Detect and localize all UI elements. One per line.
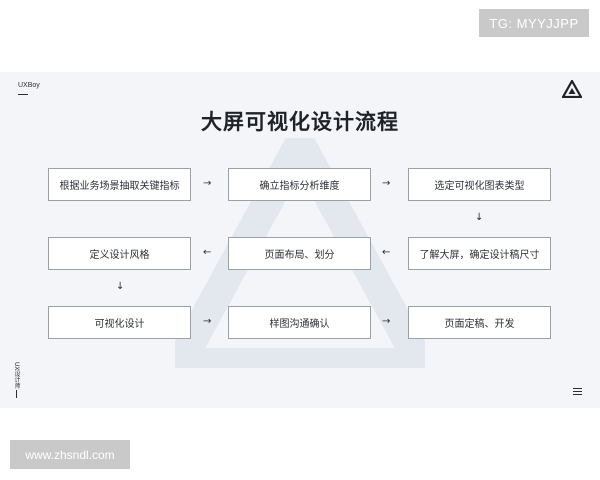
brand-label: UXBoy bbox=[18, 82, 40, 89]
step-box: 定义设计风格 bbox=[48, 237, 191, 270]
slide: UXBoy 大屏可视化设计流程 根据业务场景抽取关键指标 → 确立指标分析维度 … bbox=[0, 72, 600, 408]
brand-underline bbox=[18, 94, 28, 95]
step-box: 可视化设计 bbox=[48, 306, 191, 339]
arrow-left-icon: ← bbox=[203, 247, 212, 258]
step-box: 根据业务场景抽取关键指标 bbox=[48, 168, 191, 201]
step-box: 页面定稿、开发 bbox=[408, 306, 551, 339]
arrow-right-icon: → bbox=[203, 316, 212, 327]
arrow-right-icon: → bbox=[382, 316, 391, 327]
arrow-down-icon: ↓ bbox=[116, 281, 125, 292]
watermark-top: TG: MYYJJPP bbox=[479, 9, 589, 37]
triangle-logo-icon bbox=[562, 80, 582, 98]
step-box: 了解大屏，确定设计稿尺寸 bbox=[408, 237, 551, 270]
step-box: 页面布局、划分 bbox=[228, 237, 371, 270]
arrow-down-icon: ↓ bbox=[475, 212, 484, 223]
side-vertical-label: UX设计师 bbox=[13, 362, 20, 389]
arrow-right-icon: → bbox=[382, 178, 391, 189]
menu-icon[interactable] bbox=[573, 388, 582, 397]
arrow-right-icon: → bbox=[203, 178, 212, 189]
slide-title: 大屏可视化设计流程 bbox=[201, 110, 399, 134]
step-box: 选定可视化图表类型 bbox=[408, 168, 551, 201]
arrow-left-icon: ← bbox=[382, 247, 391, 258]
step-box: 确立指标分析维度 bbox=[228, 168, 371, 201]
step-box: 样图沟通确认 bbox=[228, 306, 371, 339]
watermark-bottom: www.zhsndl.com bbox=[10, 440, 130, 469]
side-bar bbox=[16, 390, 17, 398]
